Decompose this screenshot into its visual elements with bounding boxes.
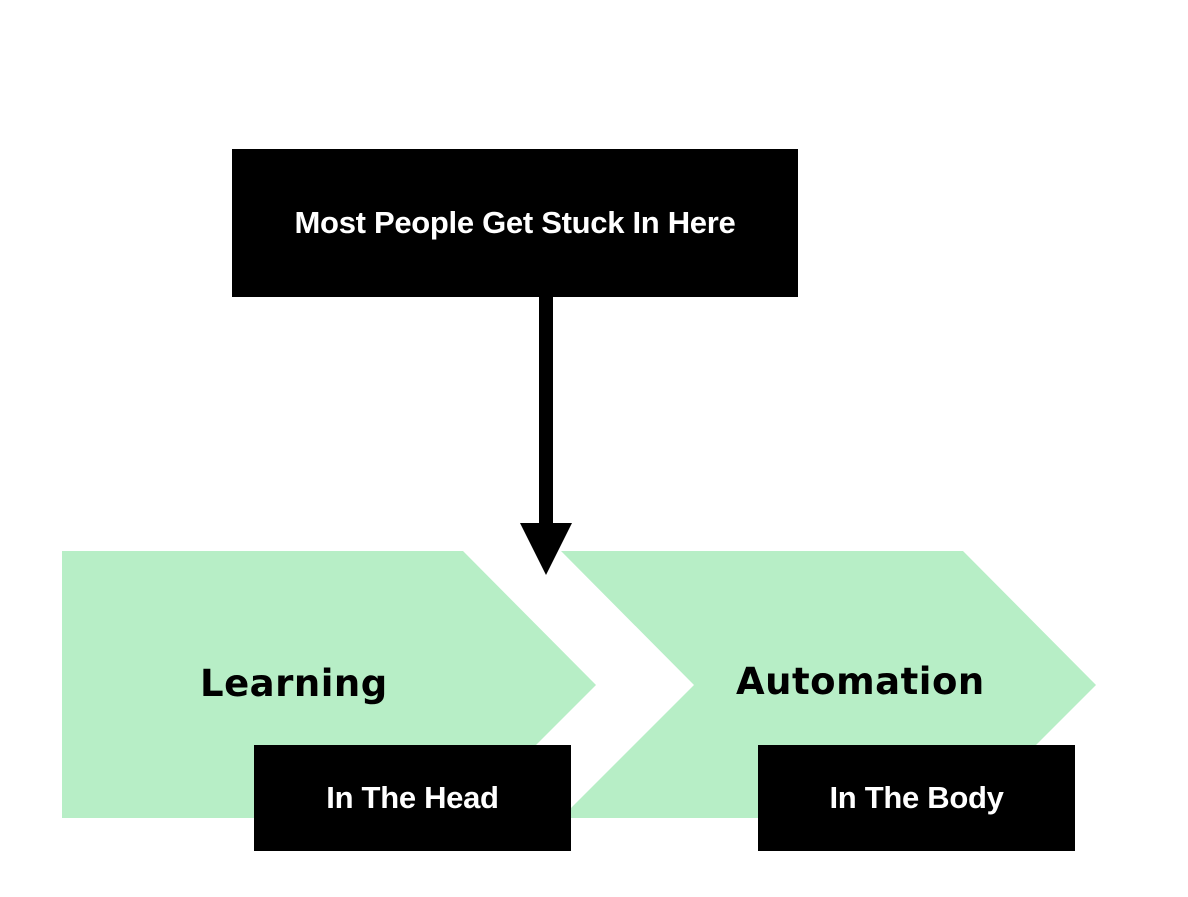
caption-text-body: In The Body: [829, 780, 1004, 815]
caption-box-body: In The Body: [758, 745, 1075, 851]
arrow-shaft: [539, 295, 553, 525]
caption-text-head: In The Head: [326, 780, 499, 815]
caption-box-head: In The Head: [254, 745, 571, 851]
callout-box: Most People Get Stuck In Here: [232, 149, 798, 297]
stage-label-learning: Learning: [200, 662, 388, 705]
arrow-down-icon: [520, 523, 572, 575]
stage-label-automation: Automation: [736, 660, 985, 703]
callout-text: Most People Get Stuck In Here: [294, 205, 736, 240]
